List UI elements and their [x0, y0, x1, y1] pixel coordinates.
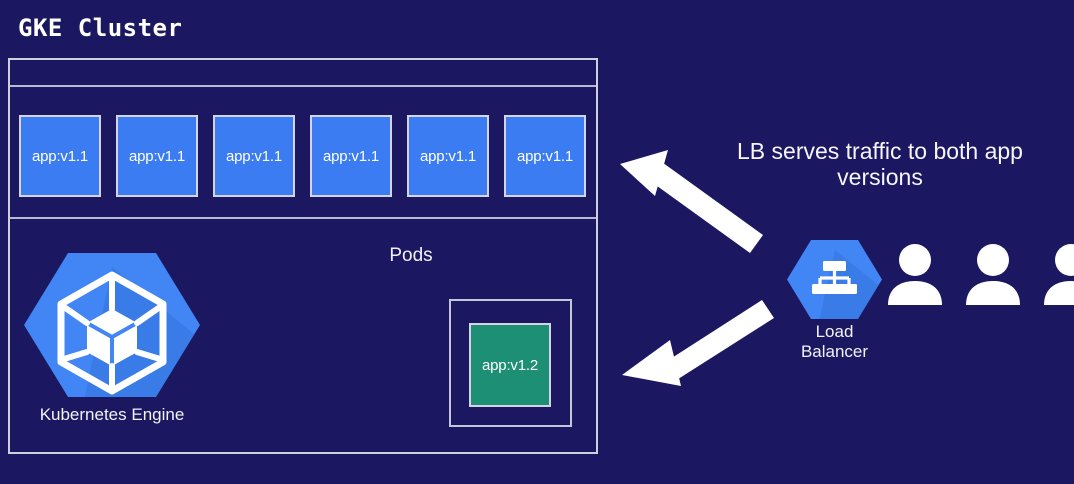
- pod-app-v1-2[interactable]: app:v1.2: [469, 323, 551, 407]
- pod-v1-2-container: app:v1.2: [449, 299, 572, 427]
- user-icon: [888, 244, 942, 305]
- lb-annotation-line2: versions: [837, 164, 923, 191]
- load-balancer-hexagon-icon: [787, 240, 882, 319]
- load-balancer-label-line1: Load: [815, 322, 854, 341]
- pods-v1-1-row: app:v1.1 app:v1.1 app:v1.1 app:v1.1 app:…: [19, 115, 591, 197]
- users-group: [886, 243, 1074, 305]
- pod-app-v1-1[interactable]: app:v1.1: [213, 115, 295, 197]
- pods-label: Pods: [389, 245, 433, 266]
- load-balancer-node[interactable]: Load Balancer: [787, 238, 882, 363]
- kubernetes-engine-label: Kubernetes Engine: [39, 405, 185, 424]
- page-title: GKE Cluster: [18, 14, 183, 42]
- load-balancer-label: Load Balancer: [787, 322, 882, 363]
- pod-app-v1-1[interactable]: app:v1.1: [116, 115, 198, 197]
- pod-app-v1-1[interactable]: app:v1.1: [504, 115, 586, 197]
- user-icon: [1044, 244, 1074, 305]
- pod-app-v1-1[interactable]: app:v1.1: [19, 115, 101, 197]
- lb-annotation-line1: LB serves traffic to both app: [737, 138, 1023, 164]
- kubernetes-engine-node[interactable]: Kubernetes Engine: [24, 249, 200, 425]
- pod-app-v1-1[interactable]: app:v1.1: [407, 115, 489, 197]
- load-balancer-label-line2: Balancer: [800, 342, 869, 362]
- arrow-to-v1-2-pod: [622, 300, 774, 386]
- kubernetes-engine-hexagon-icon: [24, 253, 200, 397]
- gke-cluster-box: app:v1.1 app:v1.1 app:v1.1 app:v1.1 app:…: [8, 58, 598, 454]
- pods-row-divider: [10, 217, 596, 219]
- pod-app-v1-1[interactable]: app:v1.1: [310, 115, 392, 197]
- user-icon: [966, 244, 1020, 305]
- lb-annotation: LB serves traffic to both app versions: [706, 138, 1054, 191]
- cluster-header-band: [10, 60, 596, 87]
